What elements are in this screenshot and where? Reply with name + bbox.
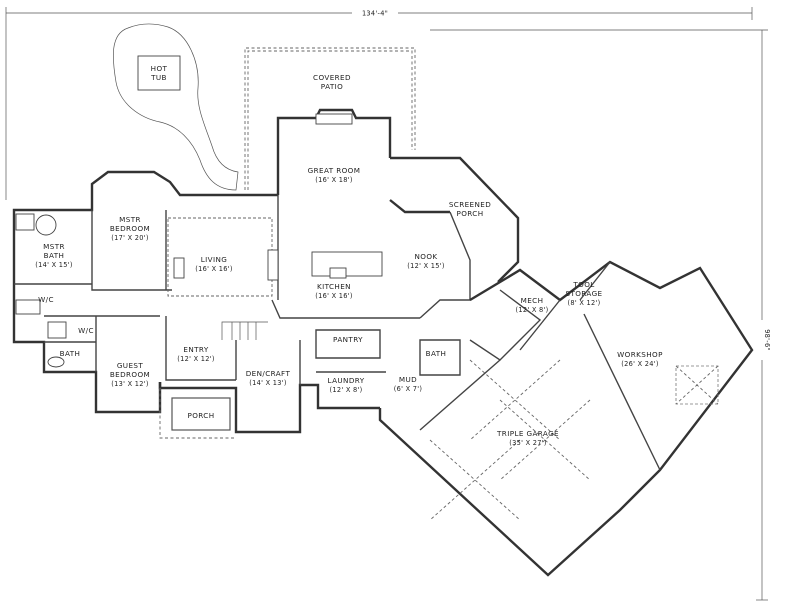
tool-storage-size: (8' X 12'): [567, 299, 600, 307]
svg-text:BEDROOM: BEDROOM: [110, 224, 150, 233]
laundry-size: (12' X 8'): [329, 386, 362, 394]
den-craft-size: (14' X 13'): [249, 379, 287, 387]
wic-guest-label: W/C: [78, 326, 94, 335]
svg-text:STORAGE: STORAGE: [565, 289, 602, 298]
entry-label: ENTRY: [183, 345, 208, 354]
garage-wing: [378, 260, 754, 577]
overall-width-label: 134'-4": [362, 10, 388, 18]
covered-patio: COVERED PATIO: [244, 47, 416, 190]
screened-porch-label: SCREENED: [449, 200, 491, 209]
mstr-bedroom-label: MSTR: [119, 215, 141, 224]
entry-size: (12' X 12'): [177, 355, 215, 363]
triple-garage-size: (35' X 27'): [509, 439, 547, 447]
nook-label: NOOK: [414, 252, 437, 261]
living-size: (16' X 16'): [195, 265, 233, 273]
svg-text:BEDROOM: BEDROOM: [110, 370, 150, 379]
mud-size: (6' X 7'): [394, 385, 423, 393]
svg-text:PORCH: PORCH: [456, 209, 483, 218]
great-room-label: GREAT ROOM: [308, 166, 361, 175]
house-walls: [12, 108, 520, 439]
mech-label: MECH: [521, 296, 544, 305]
guest-bedroom-label: GUEST: [117, 361, 144, 370]
pantry-label: PANTRY: [333, 335, 363, 344]
porch-label: PORCH: [187, 411, 214, 420]
mstr-bath-size: (14' X 15'): [35, 261, 73, 269]
mech-size: (12' X 8'): [515, 306, 548, 314]
den-craft-label: DEN/CRAFT: [246, 369, 291, 378]
bath-mud-label: BATH: [426, 349, 447, 358]
living-label: LIVING: [201, 255, 228, 264]
overall-width-dimension: 134'-4": [5, 7, 753, 200]
mud-label: MUD: [399, 375, 417, 384]
mstr-bath-label: MSTR: [43, 242, 65, 251]
laundry-label: LAUNDRY: [328, 376, 365, 385]
tool-storage-label: TOOL: [572, 280, 594, 289]
kitchen-size: (16' X 16'): [315, 292, 353, 300]
overall-depth-label: 98'-6": [763, 329, 771, 351]
hot-tub-area: HOT TUB: [112, 23, 239, 191]
overall-depth-dimension: 98'-6": [430, 29, 771, 601]
great-room-size: (16' X 18'): [315, 176, 353, 184]
covered-patio-label: COVERED: [313, 73, 351, 82]
wic-master-label: W/C: [38, 295, 54, 304]
guest-bedroom-size: (13' X 12'): [111, 380, 149, 388]
mstr-bedroom-size: (17' X 20'): [111, 234, 149, 242]
bath-guest-label: BATH: [60, 349, 81, 358]
svg-text:PATIO: PATIO: [321, 82, 343, 91]
svg-text:BATH: BATH: [44, 251, 65, 260]
kitchen-label: KITCHEN: [317, 282, 351, 291]
hot-tub-label: HOT: [151, 64, 168, 73]
nook-size: (12' X 15'): [407, 262, 445, 270]
workshop-size: (26' X 24'): [621, 360, 659, 368]
triple-garage-label: TRIPLE GARAGE: [496, 429, 559, 438]
workshop-label: WORKSHOP: [617, 350, 663, 359]
svg-text:TUB: TUB: [150, 73, 167, 82]
room-labels: GREAT ROOM (16' X 18') SCREENED PORCH MS…: [35, 166, 663, 447]
